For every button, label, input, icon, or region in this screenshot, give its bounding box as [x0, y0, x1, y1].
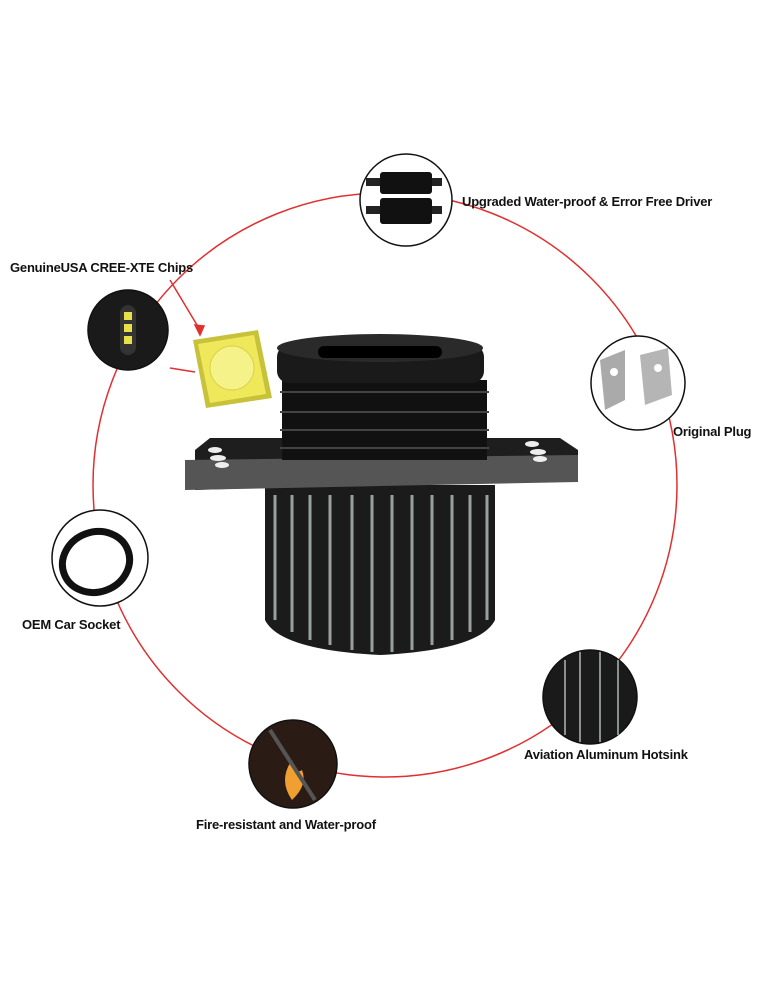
heatsink-icon: [542, 649, 638, 745]
feature-label-fire: Fire-resistant and Water-proof: [196, 817, 376, 832]
led-module-product: [185, 334, 578, 655]
feature-label-driver: Upgraded Water-proof & Error Free Driver: [462, 194, 713, 209]
flame-icon: [248, 719, 338, 809]
feature-label-chips: GenuineUSA CREE-XTE Chips: [10, 260, 194, 275]
socket-icon: [51, 509, 149, 607]
feature-label-plug: Original Plug: [673, 424, 752, 439]
chip-pointer-arrows: [169, 279, 206, 373]
feature-label-socket: OEM Car Socket: [22, 617, 121, 632]
feature-label-hotsink: Aviation Aluminum Hotsink: [524, 747, 688, 762]
led-chip-image: [193, 330, 272, 408]
driver-icon: [359, 153, 453, 247]
led-chip-icon: [87, 289, 169, 371]
plug-icon: [590, 335, 686, 431]
